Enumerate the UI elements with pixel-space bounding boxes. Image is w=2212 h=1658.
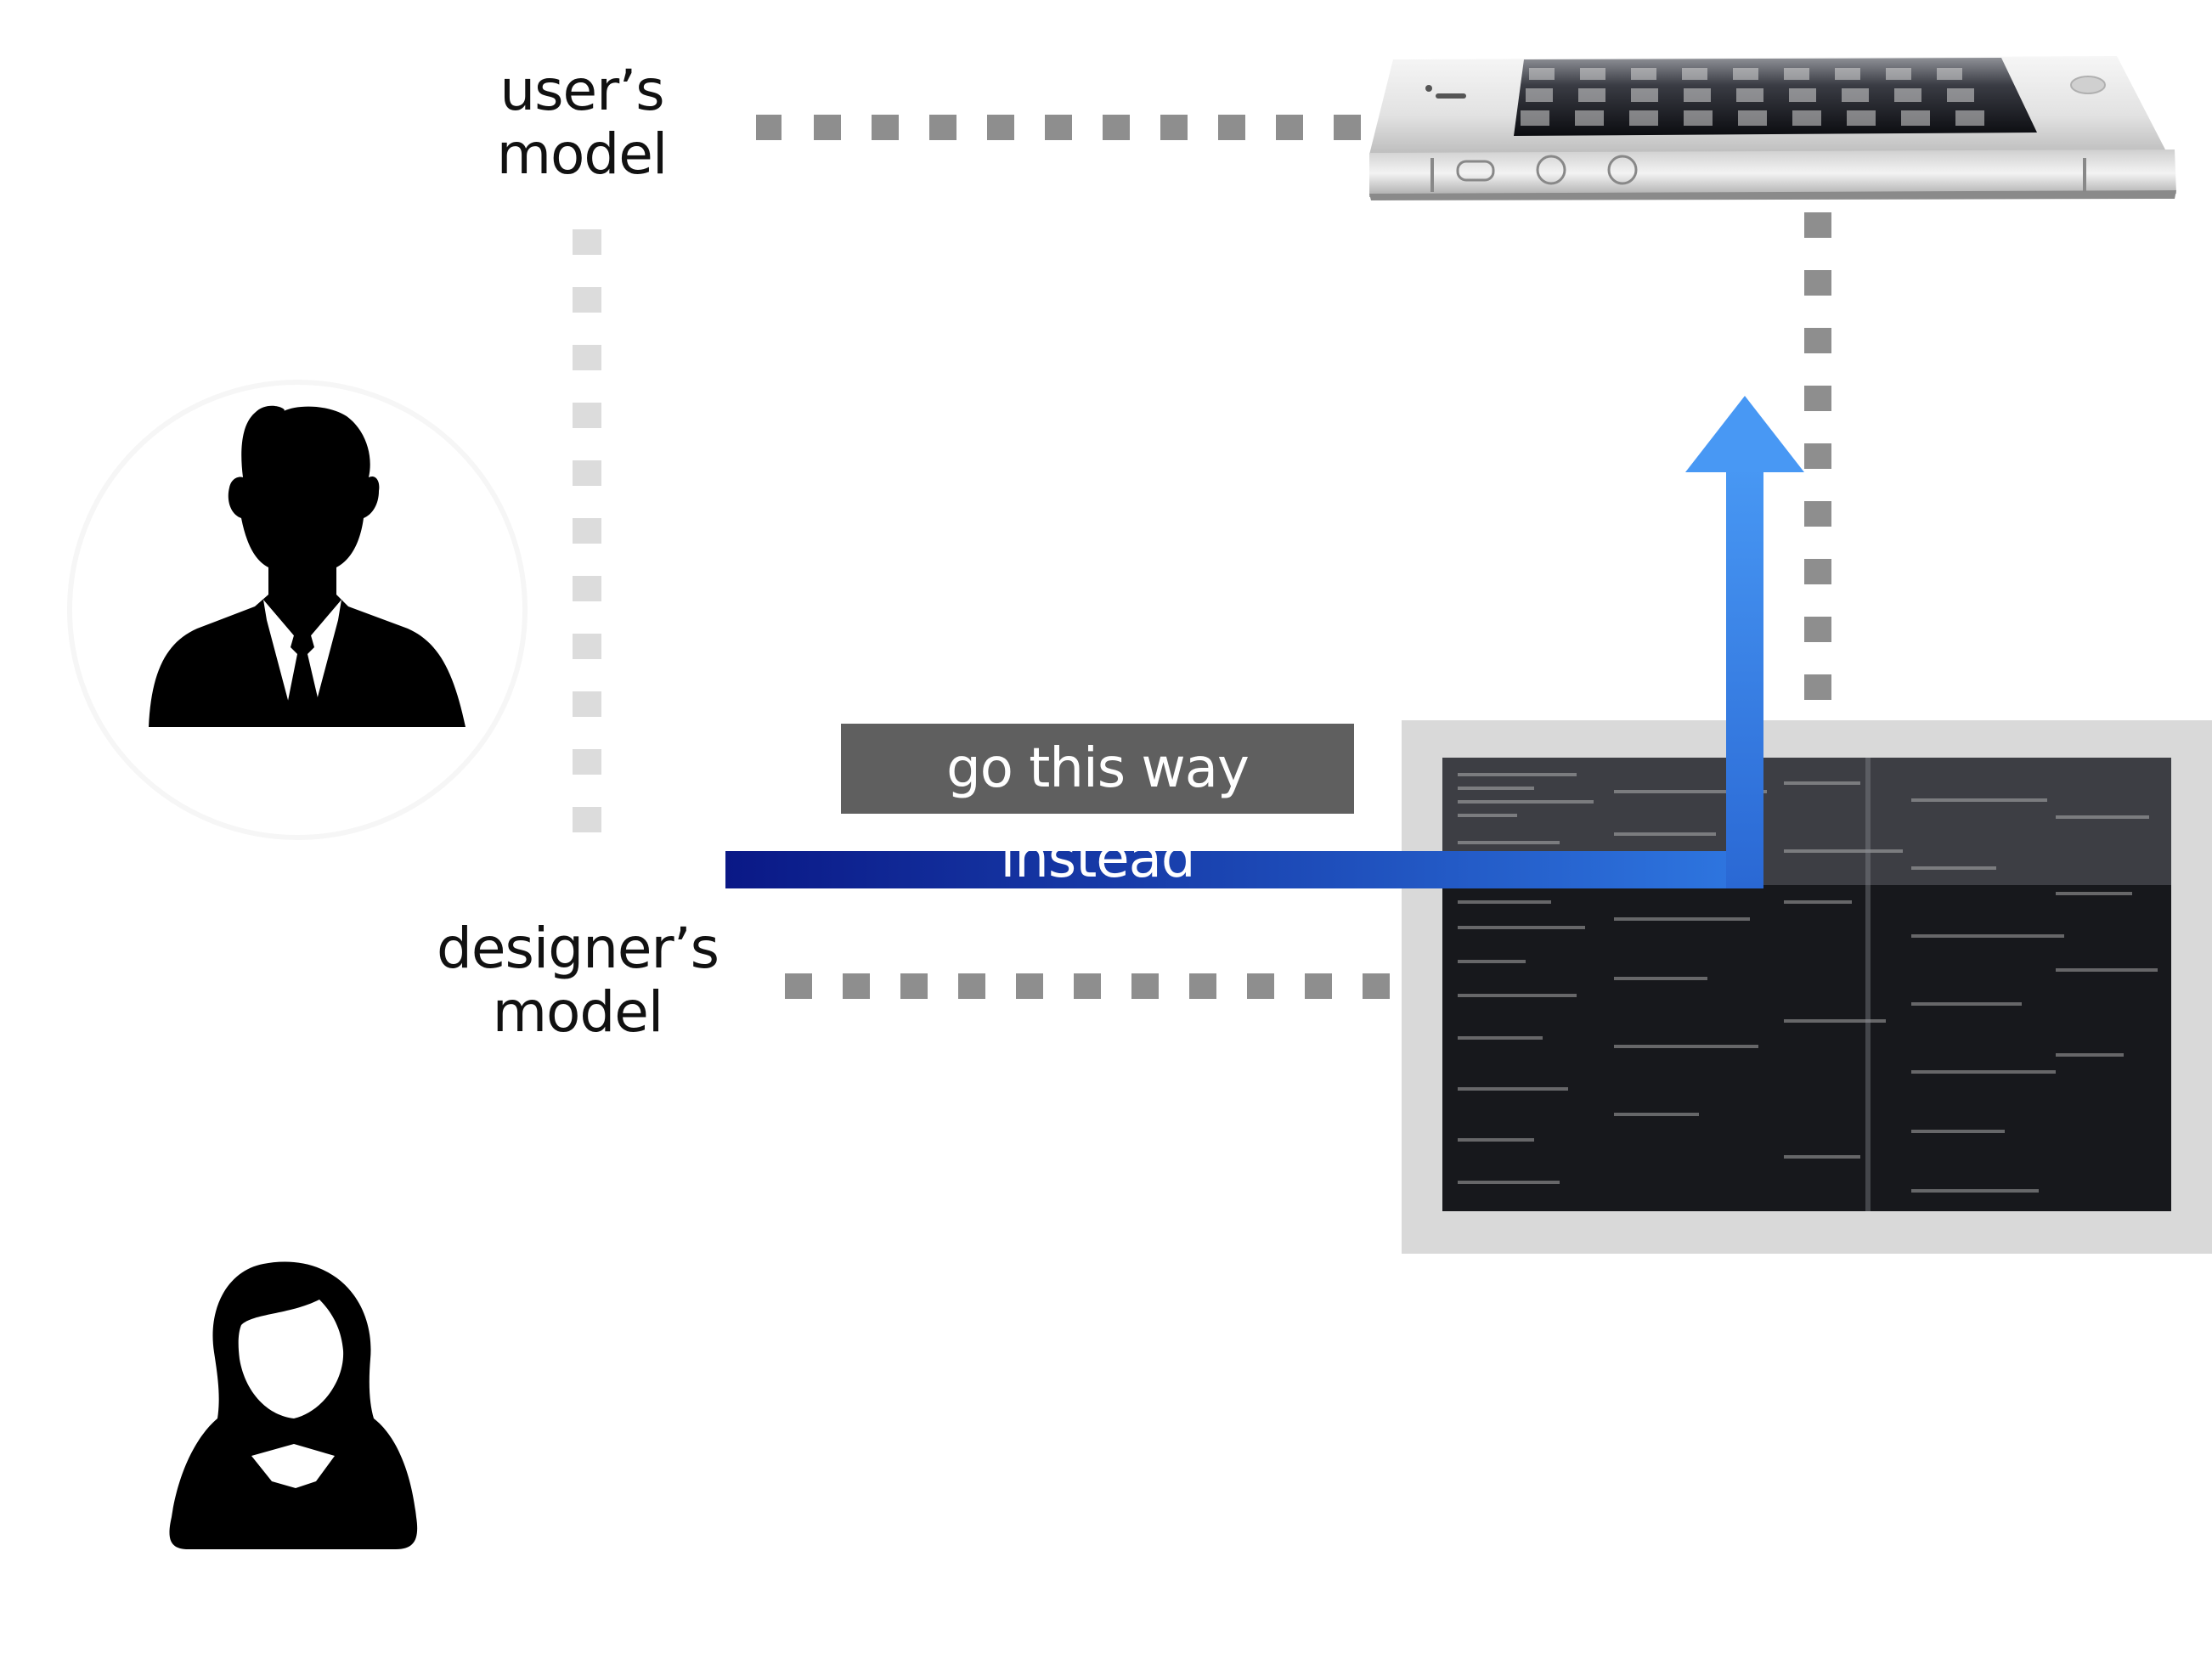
go-this-way-instead-callout: go this way instead (841, 724, 1354, 890)
smartphone-icon (1369, 56, 2176, 200)
man-silhouette-icon (67, 380, 528, 840)
users-model-label: user’s model (467, 59, 697, 186)
designers-model-to-system-dotted-line (785, 973, 1390, 999)
designers-model-label-line1: designer’s (436, 916, 719, 981)
user-designer-dotted-connector (573, 229, 601, 832)
users-model-label-line2: model (496, 121, 669, 187)
code-screen-icon (1402, 720, 2212, 1254)
designers-model-label-line2: model (492, 978, 664, 1045)
users-model-to-device-dotted-line (756, 115, 1361, 140)
users-model-label-line1: user’s (499, 58, 664, 123)
designers-model-label: designer’s model (425, 916, 731, 1045)
device-to-system-dotted-line (1804, 212, 1831, 700)
woman-silhouette-icon (169, 1261, 418, 1549)
go-this-way-instead-arrow (725, 396, 1804, 888)
